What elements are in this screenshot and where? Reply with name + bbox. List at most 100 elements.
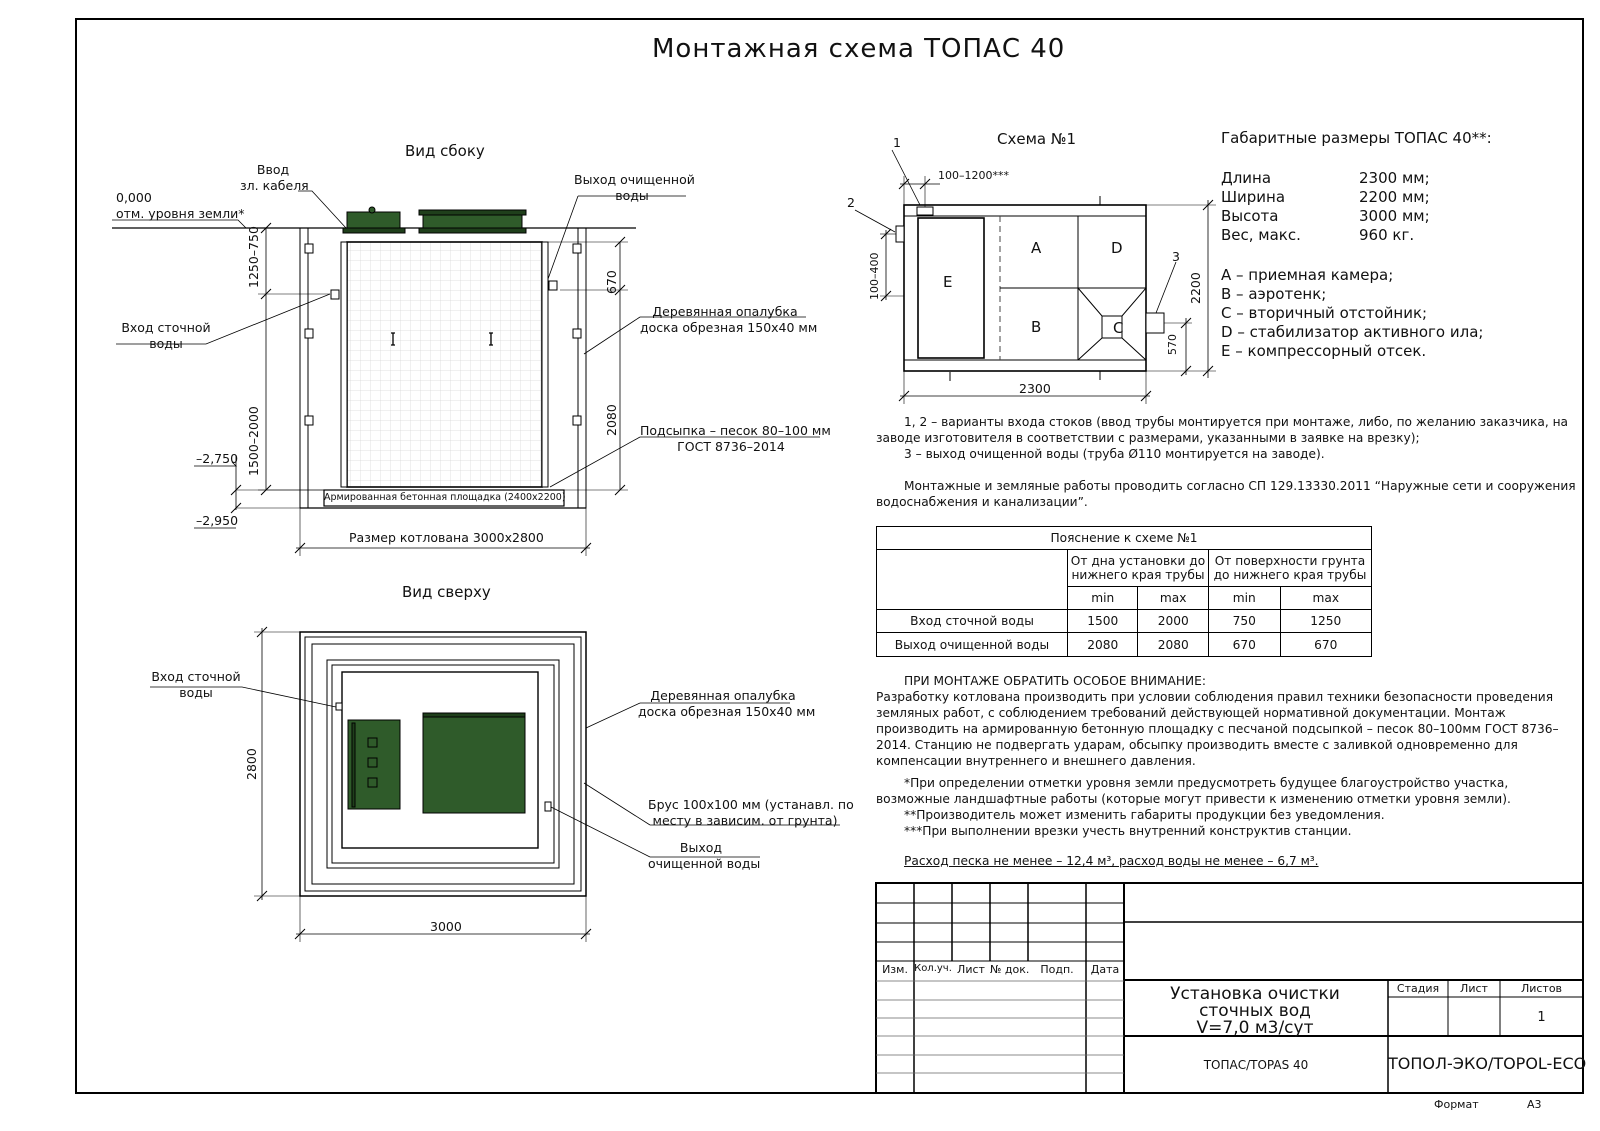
table-max-2: max [1279, 585, 1373, 610]
dim-3000: 3000 [430, 919, 462, 934]
table-cell: 1500 [1066, 608, 1139, 634]
table-cell: 1250 [1279, 608, 1373, 634]
legend-item: A – приемная камера; [1221, 266, 1394, 284]
format-value: А3 [1527, 1098, 1542, 1111]
ground-level-value: 0,000 [116, 190, 152, 205]
dimension-name: Вес, макс. [1221, 226, 1301, 244]
table-cell: 2000 [1137, 608, 1209, 634]
scheme-1 [854, 149, 1216, 404]
side-view-heading: Вид сбоку [405, 142, 485, 160]
slab-label: Армированная бетонная площадка (2400х220… [324, 492, 566, 503]
stamp-sheet: Лист [1460, 982, 1488, 995]
table-col-group1: От дна установки до нижнего края трубы [1067, 548, 1209, 587]
scheme-dim-100-1200: 100–1200*** [938, 169, 1009, 182]
top-sewage-in-line2: воды [179, 685, 213, 700]
format-label: Формат [1434, 1098, 1479, 1111]
level-minus-2750: –2,750 [196, 451, 239, 466]
side-sewage-in-line1: Вход сточной [121, 320, 211, 335]
stamp-col-kol: Кол.уч. [914, 963, 952, 974]
backfill-line2: ГОСТ 8736–2014 [677, 439, 785, 454]
ground-level-label: 0,000 отм. уровня земли* [116, 190, 244, 222]
stamp-company: ТОПОЛ-ЭКО/TOPOL-ECO [1388, 1054, 1587, 1073]
legend-item: E – компрессорный отсек. [1221, 342, 1427, 360]
stamp-product-code: ТОПАС/TOPAS 40 [1203, 1058, 1309, 1072]
cable-input-label: Ввод зл. кабеля [240, 162, 309, 194]
scheme-dim-2200: 2200 [1188, 272, 1203, 304]
sheet-frame [75, 18, 1584, 1094]
legend-item: B – аэротенк; [1221, 285, 1327, 303]
top-formwork-line2: доска обрезная 150х40 мм [638, 704, 816, 719]
side-sewage-in-line2: воды [149, 336, 183, 351]
stamp-product-name: Установка очистки сточных вод V=7,0 м3/с… [1150, 986, 1360, 1037]
table-col-group2: От поверхности грунта до нижнего края тр… [1207, 548, 1373, 587]
backfill-label: Подсыпка – песок 80–100 мм ГОСТ 8736–201… [640, 423, 831, 455]
stamp-stage: Стадия [1396, 982, 1440, 995]
attention-block: ПРИ МОНТАЖЕ ОБРАТИТЬ ОСОБОЕ ВНИМАНИЕ: Ра… [876, 673, 1580, 869]
ground-level-text: отм. уровня земли* [116, 206, 245, 221]
dimension-value: 2300 мм; [1359, 169, 1430, 187]
level-minus-2950: –2,950 [196, 513, 239, 528]
dim-1250-750: 1250–750 [246, 226, 261, 288]
top-clean-water-label: Выход очищенной воды [648, 840, 761, 872]
dim-2800: 2800 [244, 748, 259, 780]
table-max-1: max [1137, 585, 1209, 610]
scheme-dim-570: 570 [1166, 334, 1179, 355]
zone-d: D [1111, 239, 1123, 257]
attention-body: Разработку котлована производить при усл… [876, 690, 1559, 768]
stamp-col-izm: Изм. [882, 963, 908, 976]
side-clean-water-line1: Выход очищенной [574, 172, 695, 187]
table-cell: 2080 [1137, 632, 1209, 657]
consumption-note: Расход песка не менее – 12,4 м³, расход … [904, 854, 1319, 868]
zone-b: B [1031, 318, 1042, 336]
table-cell: 750 [1207, 608, 1281, 634]
note-works-line1: Монтажные и земляные работы проводить со… [904, 479, 1576, 493]
scheme-label-3: 3 [1172, 249, 1180, 264]
cable-input-line1: Ввод [256, 162, 290, 177]
dimension-value: 960 кг. [1359, 226, 1415, 244]
stamp-col-sign: Подп. [1040, 963, 1074, 976]
side-formwork-line1: Деревянная опалубка [652, 304, 798, 319]
note-works-line2: водоснабжения и канализации”. [876, 495, 1088, 509]
dimensions-heading: Габаритные размеры ТОПАС 40**: [1221, 129, 1492, 147]
attention-note2: **Производитель может изменить габариты … [904, 808, 1385, 822]
notes-block: 1, 2 – варианты входа стоков (ввод трубы… [876, 414, 1576, 510]
note-inputs-line1: 1, 2 – варианты входа стоков (ввод трубы… [904, 415, 1569, 429]
side-view [112, 190, 820, 556]
scheme-dim-2300: 2300 [1019, 381, 1051, 396]
dim-670: 670 [604, 270, 619, 294]
legend-item: D – стабилизатор активного ила; [1221, 323, 1484, 341]
stamp-name-line2: сточных вод [1199, 1001, 1311, 1021]
attention-heading: ПРИ МОНТАЖЕ ОБРАТИТЬ ОСОБОЕ ВНИМАНИЕ: [904, 674, 1206, 688]
stamp-name-line3: V=7,0 м3/сут [1196, 1018, 1314, 1038]
top-clean-water-line2: очищенной воды [648, 856, 761, 871]
top-sewage-in-label: Вход сточной воды [148, 669, 244, 701]
legend-item: C – вторичный отстойник; [1221, 304, 1428, 322]
zone-legend: A – приемная камера; B – аэротенк; C – в… [1221, 266, 1483, 361]
zone-a: A [1031, 239, 1042, 257]
top-view-heading: Вид сверху [402, 583, 491, 601]
explanation-table: Пояснение к схеме №1 От дна установки до… [876, 526, 1373, 657]
beam-line2: месту в зависим. от грунта) [652, 813, 838, 828]
table-caption: Пояснение к схеме №1 [876, 526, 1372, 550]
side-clean-water-label: Выход очищенной воды [574, 172, 695, 204]
stamp-name-line1: Установка очистки [1170, 984, 1340, 1004]
table-row-name: Выход очищенной воды [876, 632, 1068, 657]
beam-line1: Брус 100х100 мм (устанавл. по [648, 797, 854, 812]
page-title: Монтажная схема ТОПАС 40 [652, 34, 1066, 64]
table-cell: 670 [1207, 632, 1281, 657]
backfill-line1: Подсыпка – песок 80–100 мм [640, 423, 831, 438]
top-formwork-line1: Деревянная опалубка [650, 688, 796, 703]
stamp-sheets-value: 1 [1537, 1010, 1546, 1025]
scheme-dim-100-400: 100–400 [868, 252, 881, 301]
side-formwork-label: Деревянная опалубка доска обрезная 150х4… [640, 304, 817, 336]
scheme-label-2: 2 [847, 195, 855, 210]
beam-label: Брус 100х100 мм (устанавл. по месту в за… [648, 797, 854, 829]
top-sewage-in-line1: Вход сточной [151, 669, 241, 684]
table-row-name: Вход сточной воды [876, 608, 1068, 634]
table-min-1: min [1066, 585, 1139, 610]
